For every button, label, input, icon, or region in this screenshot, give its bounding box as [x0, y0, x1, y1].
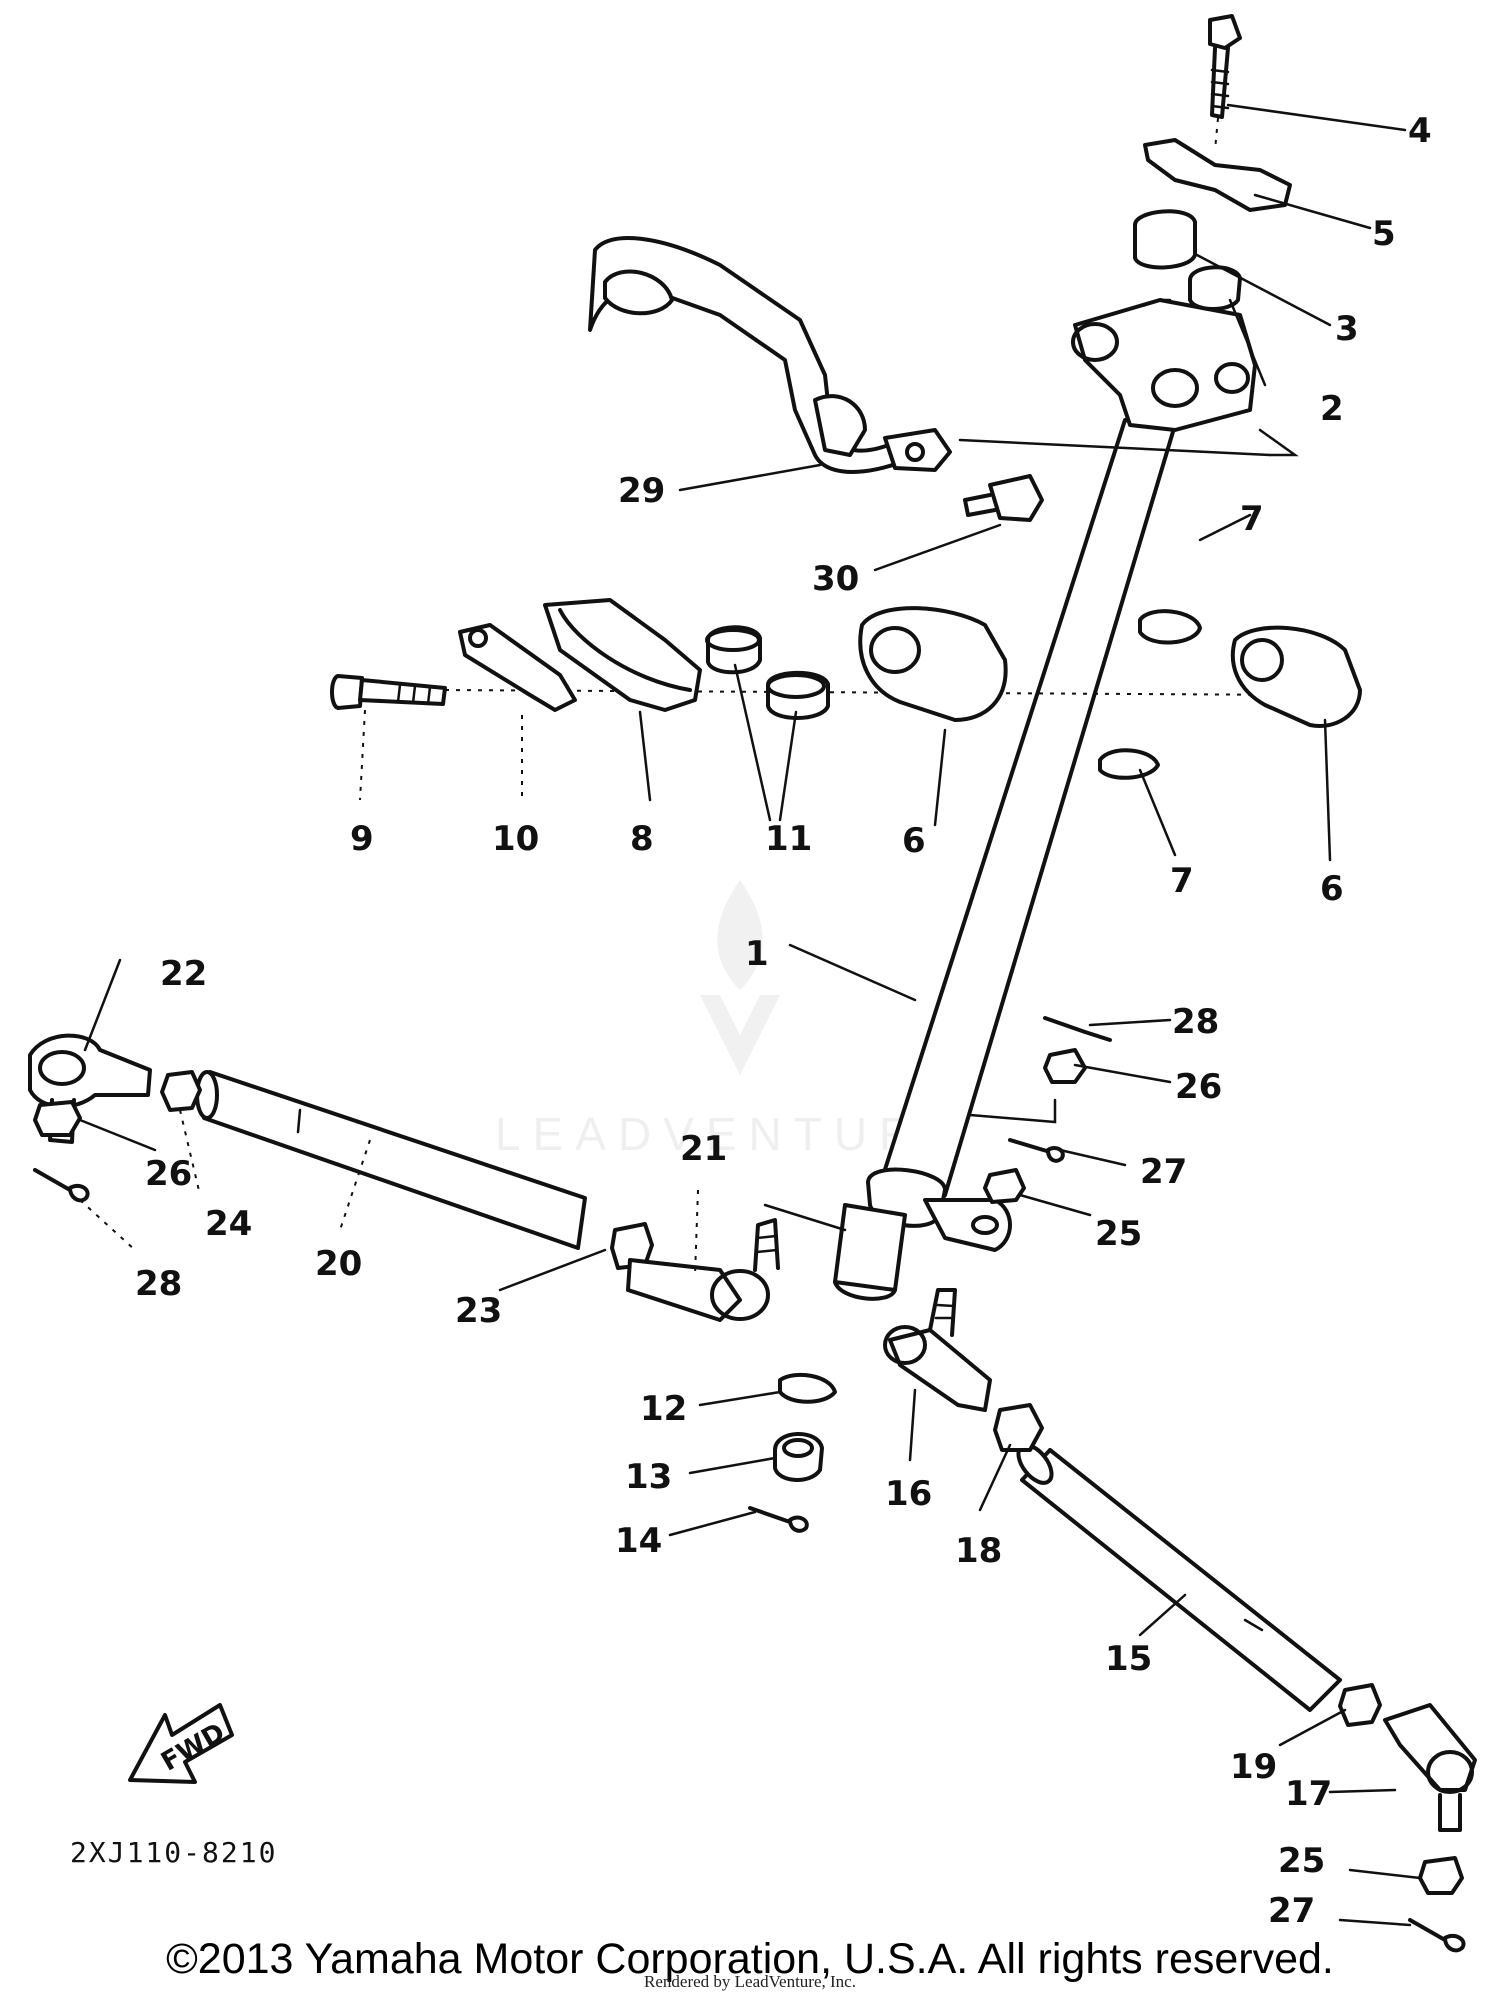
right-tie-rod — [883, 1288, 1477, 1953]
callout-28-left: 28 — [135, 1264, 182, 1304]
callout-23: 23 — [455, 1291, 502, 1331]
callout-25-bottom: 25 — [1278, 1841, 1325, 1881]
leader-lines — [78, 103, 1422, 1927]
steering-shaft — [833, 418, 1177, 1301]
callout-17: 17 — [1285, 1774, 1332, 1814]
callout-27-center: 27 — [1140, 1152, 1187, 1192]
callout-labels: 1 2 3 4 5 6 6 7 7 8 9 10 11 12 13 14 15 … — [135, 111, 1432, 1931]
upper-clamp-assembly — [1071, 14, 1292, 432]
fwd-arrow-icon: FWD — [128, 1703, 234, 1784]
callout-14: 14 — [615, 1521, 662, 1561]
callout-7-bottom: 7 — [1170, 861, 1194, 901]
column-clamp-parts — [330, 598, 1362, 780]
callout-16: 16 — [885, 1474, 932, 1514]
callout-11: 11 — [765, 819, 812, 859]
callout-30: 30 — [812, 559, 859, 599]
drawing-code: 2XJ110-8210 — [70, 1836, 277, 1869]
callout-24: 24 — [205, 1204, 252, 1244]
callout-15: 15 — [1105, 1639, 1152, 1679]
callout-28-center: 28 — [1172, 1002, 1219, 1042]
callout-27-bottom: 27 — [1268, 1891, 1315, 1931]
rendered-by-credit: Rendered by LeadVenture, Inc. — [644, 1972, 856, 1991]
callout-4: 4 — [1408, 111, 1432, 151]
handlebar-bracket — [588, 236, 1299, 522]
callout-26-left: 26 — [145, 1154, 192, 1194]
callout-22: 22 — [160, 954, 207, 994]
left-tie-rod — [28, 1033, 847, 1322]
callout-5: 5 — [1372, 214, 1396, 254]
callout-26-center: 26 — [1175, 1067, 1222, 1107]
callout-1: 1 — [745, 934, 769, 974]
watermark-logo: LEADVENTURE — [495, 880, 967, 1160]
copyright-notice: ©2013 Yamaha Motor Corporation, U.S.A. A… — [166, 1935, 1334, 1983]
callout-3: 3 — [1335, 309, 1359, 349]
callout-19: 19 — [1230, 1747, 1277, 1787]
callout-21: 21 — [680, 1129, 727, 1169]
shaft-hardware — [748, 1016, 1112, 1533]
callout-12: 12 — [640, 1389, 687, 1429]
callout-10: 10 — [492, 819, 539, 859]
watermark-text: LEADVENTURE — [495, 1108, 967, 1160]
callout-20: 20 — [315, 1244, 362, 1284]
callout-29: 29 — [618, 471, 665, 511]
callout-9: 9 — [350, 819, 374, 859]
callout-13: 13 — [625, 1457, 672, 1497]
callout-6-right: 6 — [1320, 869, 1344, 909]
callout-7-top: 7 — [1240, 499, 1264, 539]
callout-2: 2 — [1320, 389, 1344, 429]
callout-8: 8 — [630, 819, 654, 859]
callout-25-center: 25 — [1095, 1214, 1142, 1254]
callout-6-left: 6 — [902, 821, 926, 861]
callout-18: 18 — [955, 1531, 1002, 1571]
